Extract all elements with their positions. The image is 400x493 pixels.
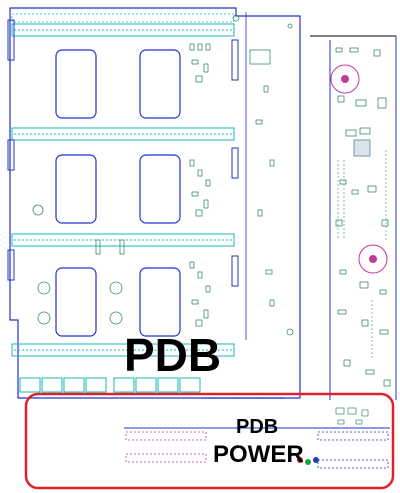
connector-row-4	[11, 343, 235, 357]
bottom-connectors	[19, 377, 201, 393]
highlight-subtitle-label: POWER	[213, 441, 304, 468]
board-outline	[9, 7, 301, 399]
highlight-box	[24, 392, 395, 490]
side-tabs	[7, 19, 239, 287]
power-connector-strip	[124, 407, 390, 469]
right-board	[310, 35, 397, 400]
highlight-title-label: PDB	[236, 416, 279, 438]
small-components	[32, 14, 294, 336]
board-name-label: PDB	[124, 329, 222, 381]
top-connector	[11, 13, 235, 23]
chip-outlines	[55, 49, 181, 337]
connector-row-2	[11, 127, 235, 141]
connector-row-1	[11, 23, 235, 37]
